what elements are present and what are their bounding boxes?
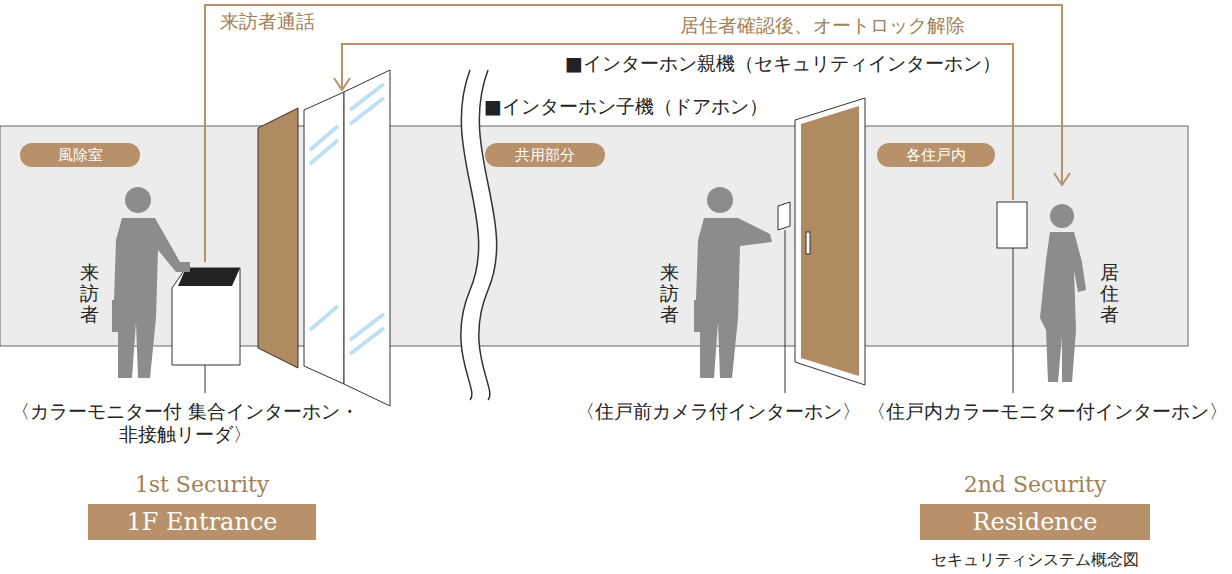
- vertical-label: 来訪者: [660, 262, 679, 325]
- area-pill: 共用部分: [485, 143, 605, 167]
- text-label: 来訪者通話: [220, 10, 315, 33]
- security-heading: 1st Security: [88, 470, 316, 500]
- glass-door: [304, 92, 344, 384]
- leader-line: [1013, 248, 1014, 393]
- security-name: Residence: [920, 504, 1150, 540]
- unlock-arrow: [342, 44, 1013, 200]
- intercom-panel: [172, 268, 240, 365]
- area-pill: 各住戸内: [877, 143, 995, 167]
- security-box: 1st Security 1F Entrance: [88, 470, 316, 540]
- vertical-label: 来訪者: [80, 262, 99, 325]
- door-frame: [258, 108, 298, 368]
- text-label: 〈カラーモニター付 集合インターホン・非接触リーダ〉: [5, 400, 365, 446]
- door-handle: [806, 232, 810, 254]
- text-label: ■インターホン親機（セキュリティインターホン）: [565, 52, 1001, 75]
- break-line: [479, 70, 497, 400]
- security-name: 1F Entrance: [88, 504, 316, 540]
- text-label: ■インターホン子機（ドアホン）: [484, 95, 768, 118]
- text-label: 居住者確認後、オートロック解除: [680, 14, 965, 37]
- call-arrow: [205, 5, 1062, 262]
- leader-line: [785, 230, 786, 393]
- security-heading: 2nd Security: [920, 470, 1150, 500]
- visitor-figure: [694, 187, 772, 378]
- caption: セキュリティシステム概念図: [931, 550, 1139, 569]
- indoor-intercom: [997, 202, 1027, 248]
- area-label: 各住戸内: [906, 146, 966, 164]
- arrow-head: [1054, 173, 1070, 185]
- text-label: 〈住戸内カラーモニター付インターホン〉: [867, 400, 1228, 423]
- visitor-figure: [112, 187, 190, 378]
- unit-door: [795, 98, 865, 385]
- text-label: 〈住戸前カメラ付インターホン〉: [576, 400, 861, 423]
- leader-line: [205, 365, 206, 393]
- security-box: 2nd SecurityResidence: [920, 470, 1150, 540]
- vertical-label: 居住者: [1100, 262, 1119, 325]
- glass-door: [344, 70, 390, 406]
- area-label: 共用部分: [515, 146, 575, 164]
- unit-door-panel: [801, 106, 859, 376]
- door-intercom: [778, 202, 790, 230]
- area-pill: 風除室: [20, 143, 140, 167]
- break-line: [461, 70, 479, 400]
- arrow-head: [334, 78, 350, 90]
- break-fill: [461, 70, 497, 400]
- area-label: 風除室: [58, 146, 103, 164]
- resident-figure: [1040, 204, 1086, 382]
